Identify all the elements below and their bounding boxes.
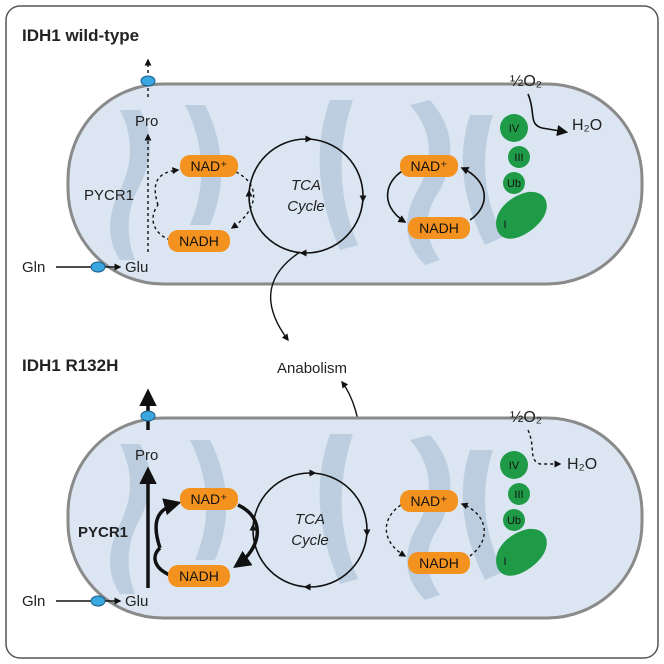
nad-label-left: NAD⁺: [191, 158, 228, 174]
glu-label: Glu: [125, 593, 148, 610]
complex-iv-label: IV: [509, 123, 520, 135]
complex-i-icon: [496, 191, 547, 239]
ubiquinone-icon: [503, 172, 525, 194]
gln-transporter: [90, 595, 106, 607]
tca-label-2: Cycle: [291, 532, 329, 549]
nadh-label-left: NADH: [179, 568, 219, 584]
nad-pill-right: [400, 155, 458, 177]
anabolism-label: Anabolism: [277, 360, 347, 377]
ubiquinone-label: Ub: [507, 515, 521, 527]
ubiquinone-label: Ub: [507, 178, 521, 190]
complex-iii-label: III: [514, 152, 523, 164]
nadh-pill-right: [408, 552, 470, 574]
half-o2-label: ½O₂: [510, 409, 542, 426]
gln-transporter: [90, 261, 106, 273]
panel-title: IDH1 R132H: [22, 356, 118, 375]
pycr1-label: PYCR1: [84, 187, 134, 204]
pro-label: Pro: [135, 113, 158, 130]
complex-iii-icon: [508, 146, 530, 168]
complex-i-label: I: [503, 219, 506, 231]
panel-wild-type: IDH1 wild-type Pro PYCR1 Gln Glu NAD⁺ NA…: [22, 26, 644, 286]
complex-iv-icon: [500, 114, 528, 142]
nad-pill-left: [180, 155, 238, 177]
nad-label-right: NAD⁺: [411, 493, 448, 509]
complex-iii-label: III: [514, 489, 523, 501]
complex-i-icon: [496, 528, 547, 576]
nadh-pill-left: [168, 565, 230, 587]
nad-label-left: NAD⁺: [191, 491, 228, 507]
nad-pill-left: [180, 488, 238, 510]
half-o2-label: ½O₂: [510, 73, 542, 90]
h2o-label: H₂O: [567, 456, 597, 473]
tca-label-2: Cycle: [287, 198, 325, 215]
pro-label: Pro: [135, 447, 158, 464]
panel-r132h: IDH1 R132H Pro PYCR1 Gln Glu NAD⁺ NADH: [22, 356, 644, 620]
gln-label: Gln: [22, 259, 45, 276]
nad-pill-right: [400, 490, 458, 512]
pro-transporter: [140, 410, 156, 422]
complex-iv-icon: [500, 451, 528, 479]
tca-label-1: TCA: [295, 511, 325, 528]
gln-label: Gln: [22, 593, 45, 610]
pro-transporter: [140, 75, 156, 87]
nadh-label-left: NADH: [179, 233, 219, 249]
nadh-pill-left: [168, 230, 230, 252]
complex-i-label: I: [503, 556, 506, 568]
nadh-label-right: NADH: [419, 220, 459, 236]
nadh-pill-right: [408, 217, 470, 239]
complex-iii-icon: [508, 483, 530, 505]
ubiquinone-icon: [503, 509, 525, 531]
tca-label-1: TCA: [291, 177, 321, 194]
panel-title: IDH1 wild-type: [22, 26, 139, 45]
pycr1-label: PYCR1: [78, 524, 128, 541]
complex-iv-label: IV: [509, 460, 520, 472]
h2o-label: H₂O: [572, 117, 602, 134]
glu-label: Glu: [125, 259, 148, 276]
nad-label-right: NAD⁺: [411, 158, 448, 174]
nadh-label-right: NADH: [419, 555, 459, 571]
